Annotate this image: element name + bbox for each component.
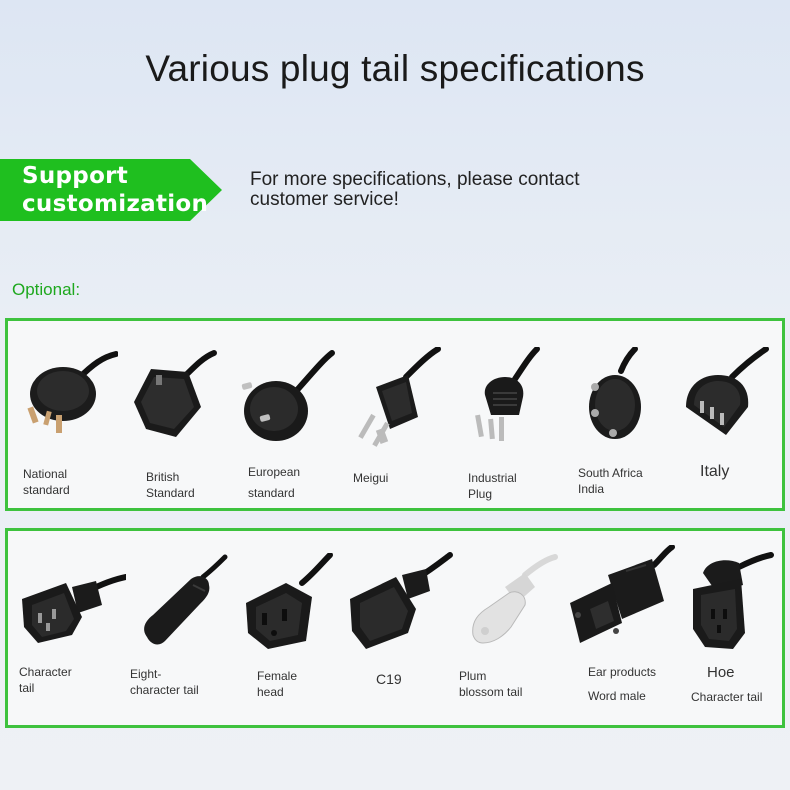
contact-line2: customer service! bbox=[250, 189, 399, 210]
italy-plug-icon bbox=[686, 347, 769, 435]
south-africa-india-plug-icon bbox=[589, 347, 641, 439]
banner-text: Support customization bbox=[22, 162, 212, 218]
character-tail-connector-icon bbox=[22, 574, 126, 643]
tail-item-eight-character: Eight-character tail bbox=[130, 553, 243, 697]
meigui-plug-icon bbox=[358, 347, 441, 447]
plug-label-italy: Italy bbox=[700, 463, 730, 480]
plug-label-meigui: Meigui bbox=[353, 471, 389, 485]
page-title: Various plug tail specifications bbox=[145, 48, 645, 89]
hoe-character-tail-connector-icon bbox=[693, 552, 774, 649]
ear-products-word-male-connector-icon bbox=[570, 545, 675, 643]
industrial-plug-icon bbox=[475, 347, 540, 441]
plug-item-italy: Italy bbox=[676, 347, 776, 480]
c19-connector-icon bbox=[350, 552, 453, 649]
plug-item-meigui: Meigui bbox=[346, 347, 446, 485]
contact-message: For more specifications, please contact … bbox=[250, 170, 670, 210]
european-standard-plug-icon bbox=[241, 350, 335, 441]
tail-label-c19: C19 bbox=[376, 671, 402, 687]
eight-character-tail-connector-icon bbox=[144, 554, 228, 645]
plum-blossom-tail-connector-icon bbox=[472, 554, 558, 644]
banner-arrow-shape bbox=[0, 159, 222, 221]
support-customization-banner: Support customization bbox=[0, 159, 222, 221]
british-standard-plug-icon bbox=[134, 350, 217, 437]
national-standard-plug-icon bbox=[27, 351, 118, 433]
female-head-connector-icon bbox=[246, 553, 333, 649]
optional-label: Optional: bbox=[12, 280, 81, 299]
contact-line1: For more specifications, please contact bbox=[250, 169, 580, 190]
banner-line2: customization bbox=[22, 191, 209, 217]
tail-label-eight-character: Eight-character tail bbox=[130, 667, 199, 697]
tail-item-c19: C19 bbox=[346, 551, 456, 687]
banner-line1: Support bbox=[22, 163, 129, 189]
